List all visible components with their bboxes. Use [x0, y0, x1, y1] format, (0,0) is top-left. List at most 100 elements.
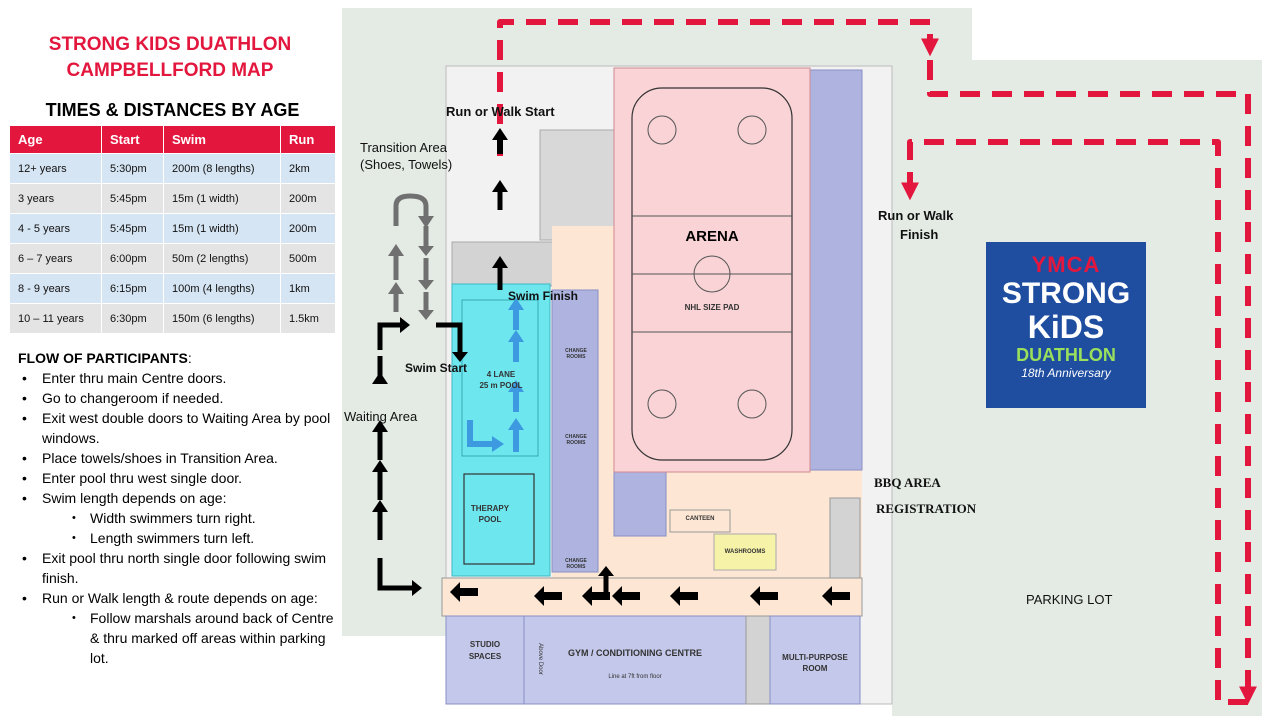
logo-duathlon: DUATHLON [1016, 345, 1116, 365]
run-finish-label-1: Run or Walk [878, 208, 954, 223]
turn-arrow [377, 322, 400, 350]
flow-subitem: Follow marshals around back of Centre & … [18, 608, 338, 668]
run-route [497, 19, 1257, 705]
times-cell: 1.5km [280, 303, 336, 333]
times-cell: 8 - 9 years [10, 273, 102, 304]
pool-label-2: 25 m POOL [479, 381, 523, 390]
flow-item: Exit pool thru north single door followi… [18, 548, 338, 588]
registration-room [829, 497, 861, 579]
map-title: STRONG KIDS DUATHLON [48, 34, 292, 55]
times-cell: 3 years [10, 183, 102, 214]
times-cell: 6:00pm [101, 243, 164, 274]
times-header-row: Age Start Swim Run [10, 126, 336, 154]
times-cell: 200m (8 lengths) [163, 153, 281, 184]
mp-label-1: MULTI-PURPOSE [782, 653, 848, 662]
run-route-back [901, 139, 1248, 705]
stair-room [745, 615, 771, 705]
studio-label-1: STUDIO [469, 640, 501, 649]
gym-note: Line at 7ft from floor [608, 674, 662, 680]
flow-item: Swim length depends on age: [18, 488, 338, 508]
times-cell: 5:45pm [101, 213, 164, 244]
studio-label-2: SPACES [468, 652, 502, 661]
flow-of-participants: FLOW OF PARTICIPANTS: Enter thru main Ce… [18, 348, 338, 668]
flow-subitem: Length swimmers turn left. [18, 528, 338, 548]
change-label-2: CHANGE ROOMS [565, 434, 587, 446]
flow-item: Enter pool thru west single door. [18, 468, 338, 488]
times-heading: TIMES & DISTANCES BY AGE [45, 100, 300, 120]
times-cell: 5:30pm [101, 153, 164, 184]
swim-arrows [467, 310, 519, 452]
main-hallway [441, 577, 863, 617]
flow-heading-colon: : [187, 350, 192, 366]
transition-label-1: Transition Area [360, 140, 447, 155]
times-cell: 10 – 11 years [10, 303, 102, 333]
arrow-heads [372, 128, 614, 596]
times-cell: 6:15pm [101, 273, 164, 304]
nhl-label: NHL SIZE PAD [684, 303, 740, 312]
times-cell: 6 – 7 years [10, 243, 102, 274]
times-cell: 6:30pm [101, 303, 164, 333]
transition-arrows [393, 193, 429, 312]
run-start-label: Run or Walk Start [446, 104, 555, 119]
waiting-area-label: Waiting Area [344, 409, 418, 424]
washrooms-label: WASHROOMS [724, 549, 766, 555]
arena-east-rooms [809, 69, 863, 471]
times-cell: 15m (1 width) [163, 183, 281, 214]
col-run: Run [280, 126, 336, 154]
run-finish-label-2: Finish [900, 227, 939, 242]
swim-finish-label: Swim Finish [508, 289, 579, 303]
col-start: Start [101, 126, 164, 154]
gym-label: GYM / CONDITIONING CENTRE [567, 648, 702, 658]
turn-arrow [377, 558, 412, 591]
flow-item: Exit west double doors to Waiting Area b… [18, 408, 338, 448]
washrooms-room [713, 533, 777, 571]
transition-label-2: (Shoes, Towels) [360, 157, 453, 172]
times-cell: 150m (6 lengths) [163, 303, 281, 333]
flow-heading: FLOW OF PARTICIPANTS [18, 350, 188, 366]
run-route-east [927, 60, 1257, 705]
multi-purpose-room [769, 615, 861, 705]
arena-label: ARENA [685, 228, 739, 245]
swim-start-label: Swim Start [405, 361, 468, 375]
times-cell: 1km [280, 273, 336, 304]
above-door-label: Above Door [537, 643, 543, 675]
times-cell: 15m (1 width) [163, 213, 281, 244]
pool-label-1: 4 LANE [486, 370, 516, 379]
logo-ymca: YMCA [1031, 252, 1101, 277]
times-cell: 500m [280, 243, 336, 274]
pool-room [451, 283, 551, 577]
north-rooms [539, 129, 616, 241]
swim-start-arrow [436, 322, 463, 352]
studio-room [445, 615, 525, 705]
times-cell: 50m (2 lengths) [163, 243, 281, 274]
col-age: Age [10, 126, 102, 154]
logo-strong: STRONG [1001, 277, 1131, 310]
flow-subitem: Width swimmers turn right. [18, 508, 338, 528]
lap-pool-outline [461, 299, 539, 457]
canteen-label: CANTEEN [685, 516, 715, 522]
strong-kids-logo: YMCA STRONG KiDS DUATHLON 18th Anniversa… [986, 242, 1146, 408]
flow-item: Place towels/shoes in Transition Area. [18, 448, 338, 468]
gym-room [523, 615, 747, 705]
change-label-1: CHANGE ROOMS [565, 348, 587, 360]
times-cell: 5:45pm [101, 183, 164, 214]
logo-anniversary: 18th Anniversary [1021, 366, 1111, 380]
times-cell: 12+ years [10, 153, 102, 184]
flow-item: Enter thru main Centre doors. [18, 368, 338, 388]
change-rooms-block [551, 289, 599, 573]
swim-arrow-heads [492, 298, 524, 452]
therapy-label-1: THERAPY [470, 504, 510, 513]
col-swim: Swim [163, 126, 281, 154]
change-label-3: CHANGE ROOMS [565, 558, 587, 570]
logo-kids: KiDS [1027, 309, 1105, 345]
times-cell: 200m [280, 183, 336, 214]
parking-lot-label: PARKING LOT [1026, 592, 1113, 607]
bbq-label: BBQ AREA [874, 475, 941, 490]
flow-item: Run or Walk length & route depends on ag… [18, 588, 338, 608]
